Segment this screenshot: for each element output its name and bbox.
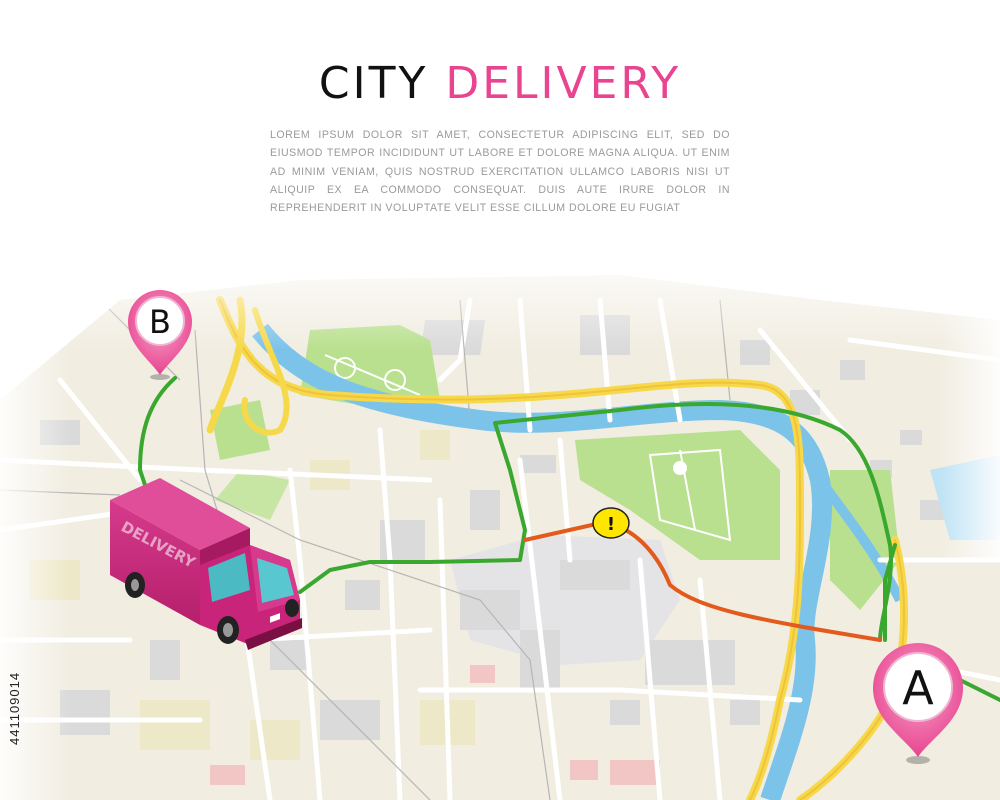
warning-icon[interactable]: ! bbox=[592, 507, 630, 539]
marker-b-label: B bbox=[149, 303, 171, 341]
title-word-city: CITY bbox=[318, 58, 429, 109]
route-green-main bbox=[298, 402, 893, 642]
page-title: CITY DELIVERY bbox=[0, 58, 1000, 109]
title-word-delivery: DELIVERY bbox=[445, 58, 682, 109]
marker-b[interactable]: B bbox=[128, 290, 192, 380]
route-traffic-segment bbox=[523, 519, 882, 642]
marker-a[interactable]: A bbox=[873, 643, 963, 764]
route-green-end bbox=[138, 376, 177, 502]
delivery-truck-icon[interactable]: DELIVERY bbox=[110, 478, 302, 650]
stock-id: 441109014 bbox=[7, 671, 22, 745]
marker-a-label: A bbox=[902, 661, 934, 715]
description-text: LOREM IPSUM DOLOR SIT AMET, CONSECTETUR … bbox=[270, 129, 730, 215]
warning-symbol: ! bbox=[607, 514, 615, 535]
